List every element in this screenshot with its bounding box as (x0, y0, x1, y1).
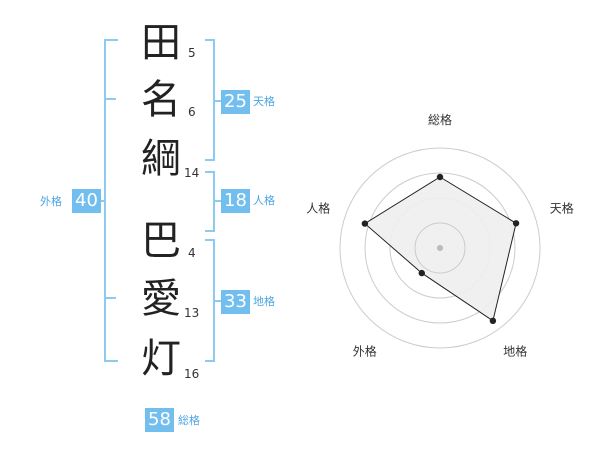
soukaku-label: 総格 (178, 414, 200, 427)
gaikaku-inner-tick-bottom (104, 297, 116, 299)
radar-ring-inner-overlay (414, 222, 466, 274)
kanji-5: 愛 (141, 276, 181, 322)
jinkaku-tick (213, 200, 221, 202)
stroke-count-2: 6 (188, 105, 196, 119)
kanji-1: 田 (141, 20, 181, 66)
stroke-count-6: 16 (184, 367, 200, 381)
stroke-count-5: 13 (184, 306, 200, 320)
radar-point-4 (418, 269, 425, 277)
radar-ring-3 (364, 172, 516, 324)
radar-point-3 (489, 317, 497, 325)
radar-point-2 (512, 220, 520, 227)
chikaku-label: 地格 (253, 295, 275, 308)
kanji-6: 灯 (141, 336, 181, 382)
radar-axis-label-2: 天格 (550, 200, 574, 215)
kanji-3: 綱 (141, 136, 181, 182)
radar-axis-label-4: 外格 (353, 344, 377, 359)
gaikaku-badge: 40 (72, 189, 101, 213)
gaikaku-inner-tick-top (104, 98, 116, 100)
jinkaku-label: 人格 (253, 194, 275, 207)
radar-center-dot (437, 245, 443, 251)
kanji-4: 巴 (141, 218, 181, 264)
tenkaku-badge: 25 (221, 90, 250, 114)
stroke-count-4: 4 (188, 246, 196, 260)
radar-point-1 (436, 173, 444, 181)
kanji-2: 名 (141, 77, 181, 123)
stroke-count-1: 5 (188, 46, 196, 60)
radar-point-5 (361, 220, 369, 227)
radar-axis-label-1: 総格 (428, 112, 452, 127)
tenkaku-tick (213, 100, 221, 102)
chikaku-tick (213, 300, 221, 302)
soukaku-badge: 58 (145, 408, 174, 432)
stroke-count-3: 14 (184, 166, 200, 180)
radar-axis-label-3: 地格 (503, 344, 527, 359)
gaikaku-label: 外格 (40, 195, 62, 208)
chikaku-badge: 33 (221, 290, 250, 314)
jinkaku-badge: 18 (221, 189, 250, 213)
tenkaku-label: 天格 (253, 95, 275, 108)
radar-axis-label-5: 人格 (306, 200, 330, 215)
gaikaku-tick (96, 200, 106, 202)
